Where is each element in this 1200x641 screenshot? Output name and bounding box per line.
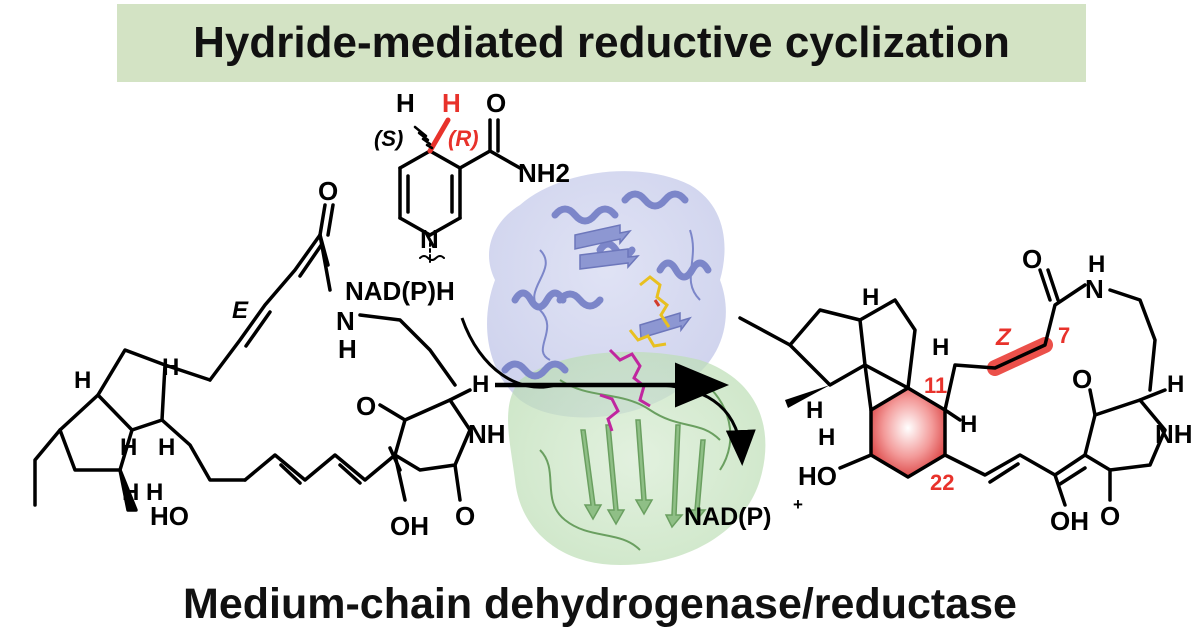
loops: [533, 229, 732, 551]
title-banner: Hydride-mediated reductive cyclization: [117, 4, 1086, 82]
substrate-ho: HO: [150, 501, 189, 531]
product-h-left: H: [806, 397, 823, 424]
product-h-right: H: [960, 411, 977, 438]
substrate-h-top-mid: H: [162, 354, 179, 381]
substrate-h-ring: H: [472, 371, 489, 398]
sheets-blue: [574, 224, 692, 339]
cofactor-r-label: (R): [448, 126, 479, 151]
cofactor-name: NAD(P)H: [345, 276, 455, 306]
product-z-label: Z: [995, 324, 1012, 351]
cofactor-nadph: [398, 117, 522, 263]
product-h-left2: H: [818, 424, 835, 451]
substrate-ring-o-top: O: [356, 391, 376, 421]
oxidized-cofactor-charge: +: [793, 495, 803, 514]
substrate-carbonyl-o: O: [318, 176, 338, 206]
new-ring-highlight: [871, 388, 945, 477]
substrate-h-junction-right: H: [158, 434, 175, 461]
enzyme-class-caption: Medium-chain dehydrogenase/reductase: [183, 580, 1017, 628]
product-amide-h: H: [1088, 251, 1105, 278]
product-h-angular: H: [932, 334, 949, 361]
product-amide-n: N: [1085, 274, 1104, 304]
substrate-ring-o-bottom: O: [455, 501, 475, 531]
product-pos-11: 11: [924, 373, 947, 398]
product-h-top: H: [862, 284, 879, 311]
cofactor-s-label: (S): [374, 126, 403, 151]
substrate-h-junction-left: H: [120, 434, 137, 461]
oxidized-cofactor-arrow: [659, 383, 756, 466]
product-ring-o-top: O: [1072, 364, 1092, 394]
substrate-amide-n: N: [336, 306, 355, 336]
substrate-e-label: E: [232, 297, 249, 324]
scheme-title: Hydride-mediated reductive cyclization: [193, 18, 1010, 67]
product-pos-7: 7: [1058, 323, 1070, 348]
substrate-enol-oh: OH: [390, 511, 429, 541]
cofactor-ring-n: N: [420, 224, 439, 254]
hashed-wedge: [413, 125, 434, 150]
ligand-nadph: [599, 275, 671, 432]
product-ho: HO: [798, 461, 837, 491]
substrate-ring-nh: NH: [468, 419, 506, 449]
product-structure: [738, 268, 1167, 507]
product-pos-22: 22: [930, 470, 954, 495]
sheets-green: [580, 419, 707, 529]
substrate-h-bottom-pair: H H: [122, 479, 163, 506]
product-ring-nh: NH: [1155, 419, 1193, 449]
product-h-ring: H: [1167, 371, 1184, 398]
helices-blue: [501, 190, 712, 380]
cofactor-hydride-h: H: [442, 88, 461, 118]
cofactor-amide: NH2: [518, 158, 570, 188]
product-enol-oh: OH: [1050, 506, 1089, 536]
product-carbonyl-o: O: [1022, 244, 1042, 274]
substrate-amide-h: H: [338, 334, 357, 364]
substrate-molecule: [33, 203, 472, 512]
substrate-h-top-left: H: [74, 367, 91, 394]
cofactor-carbonyl-o: O: [486, 88, 506, 118]
product-ring-o-bottom: O: [1100, 501, 1120, 531]
cofactor-other-h: H: [396, 88, 415, 118]
oxidized-cofactor: NAD(P): [684, 503, 772, 531]
